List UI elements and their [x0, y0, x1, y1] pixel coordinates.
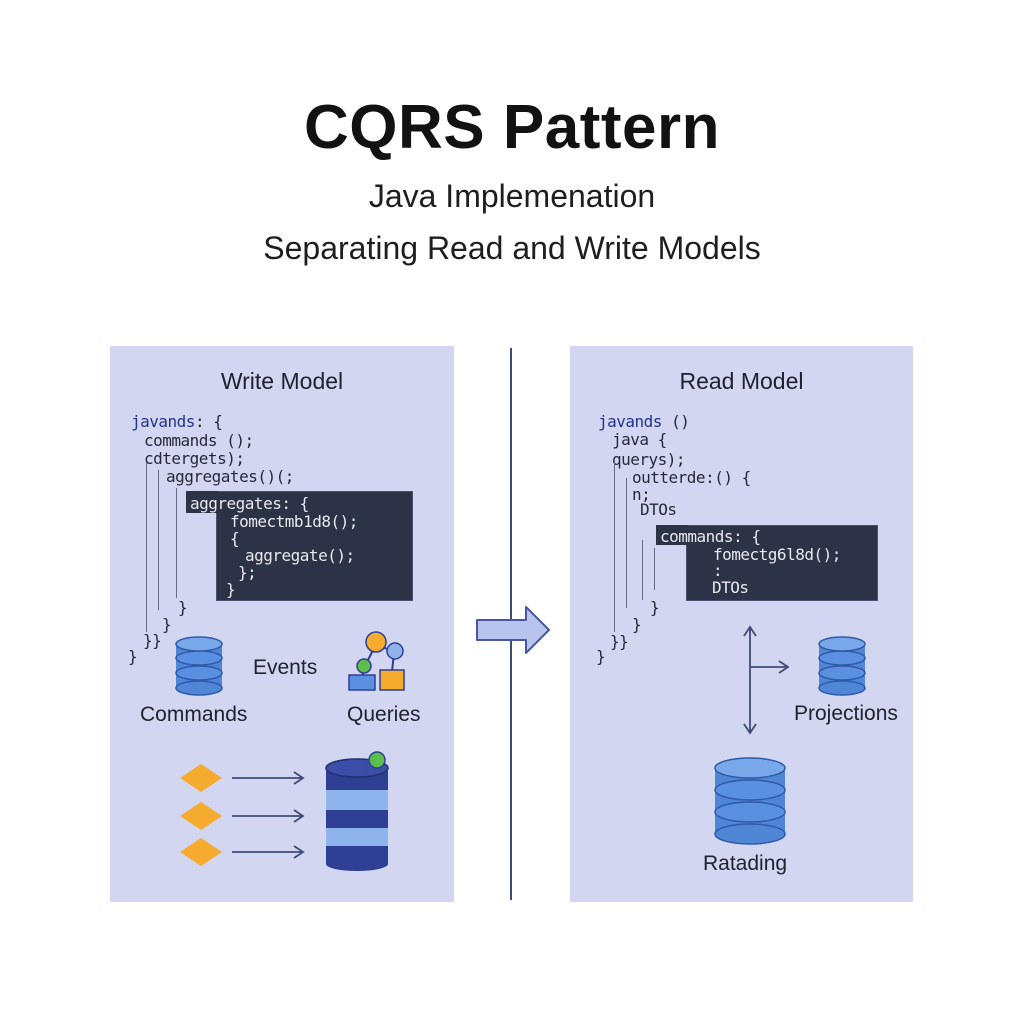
write-guide-line-1	[146, 462, 147, 632]
read-code-line-6: DTOs	[640, 500, 677, 519]
command-flow-arrows	[180, 764, 305, 866]
layered-database-icon	[325, 751, 389, 871]
read-code-line-1-rest: ()	[661, 412, 690, 431]
diamond-icon	[180, 838, 222, 866]
write-model-title: Write Model	[220, 368, 344, 394]
write-guide-line-3	[176, 488, 177, 598]
read-guide-line-2	[626, 478, 627, 608]
read-code-keyword: javands	[598, 412, 662, 431]
write-box-line-6: }	[226, 580, 236, 599]
queries-label: Queries	[347, 703, 421, 726]
write-box-line-2: fomectmb1d8();	[230, 512, 358, 531]
read-box-line-4: DTOs	[712, 578, 749, 597]
database-icon	[175, 636, 223, 696]
write-code-box-tab	[186, 491, 218, 513]
page-title: CQRS Pattern	[304, 93, 720, 162]
read-code-line-1: javands ()	[598, 412, 690, 431]
commands-label: Commands	[140, 703, 248, 726]
write-code-line-3: cdtergets);	[144, 449, 245, 468]
read-model-title: Read Model	[679, 368, 804, 394]
write-close-3: }}	[143, 631, 162, 650]
read-box-line-2: fomectg6l8d();	[713, 545, 841, 564]
write-close-4: }	[128, 647, 138, 666]
read-guide-line-1	[614, 462, 615, 632]
write-box-line-1: aggregates: {	[190, 494, 309, 513]
write-close-1: }	[178, 598, 188, 617]
read-close-1: }	[650, 598, 660, 617]
write-guide-line-2	[158, 470, 159, 610]
write-code-line-2: commands ();	[144, 431, 254, 450]
read-guide-line-3	[642, 540, 643, 600]
read-code-line-4: outterde:() {	[632, 468, 751, 487]
write-code-line-1-rest: : {	[194, 412, 223, 431]
branch-arrows-icon	[743, 625, 790, 735]
write-box-line-5: };	[238, 563, 257, 582]
read-close-3: }}	[610, 632, 629, 651]
write-code-line-4: aggregates()(;	[166, 467, 294, 486]
read-guide-line-4	[654, 548, 655, 590]
write-model-panel	[110, 346, 454, 902]
ratading-label: Ratading	[703, 852, 788, 875]
page-subtitle-secondary: Separating Read and Write Models	[263, 230, 761, 266]
write-code-keyword: javands	[131, 412, 195, 431]
database-icon	[818, 636, 866, 696]
read-code-line-3: querys);	[612, 450, 686, 469]
write-code-box	[216, 491, 413, 601]
read-code-line-5: n;	[632, 485, 651, 504]
write-box-line-4: aggregate();	[245, 546, 355, 565]
write-close-2: }	[162, 615, 172, 634]
projections-label: Projections	[794, 702, 898, 725]
events-label: Events	[253, 656, 318, 679]
diamond-icon	[180, 802, 222, 830]
read-code-line-2: java {	[612, 430, 667, 449]
read-box-line-1: commands: {	[660, 527, 761, 546]
read-code-box-tab	[656, 525, 688, 545]
right-arrow-icon	[476, 606, 550, 654]
read-code-box	[686, 525, 878, 601]
write-box-line-3: {	[230, 529, 240, 548]
hierarchy-nodes-icon	[348, 631, 405, 691]
read-box-line-3: :	[713, 561, 723, 580]
page-subtitle: Java Implemenation	[368, 178, 656, 214]
write-code-line-1: javands: {	[131, 412, 223, 431]
diamond-icon	[180, 764, 222, 792]
read-close-2: }	[632, 615, 642, 634]
read-close-4: }	[596, 647, 606, 666]
database-icon	[714, 757, 786, 845]
